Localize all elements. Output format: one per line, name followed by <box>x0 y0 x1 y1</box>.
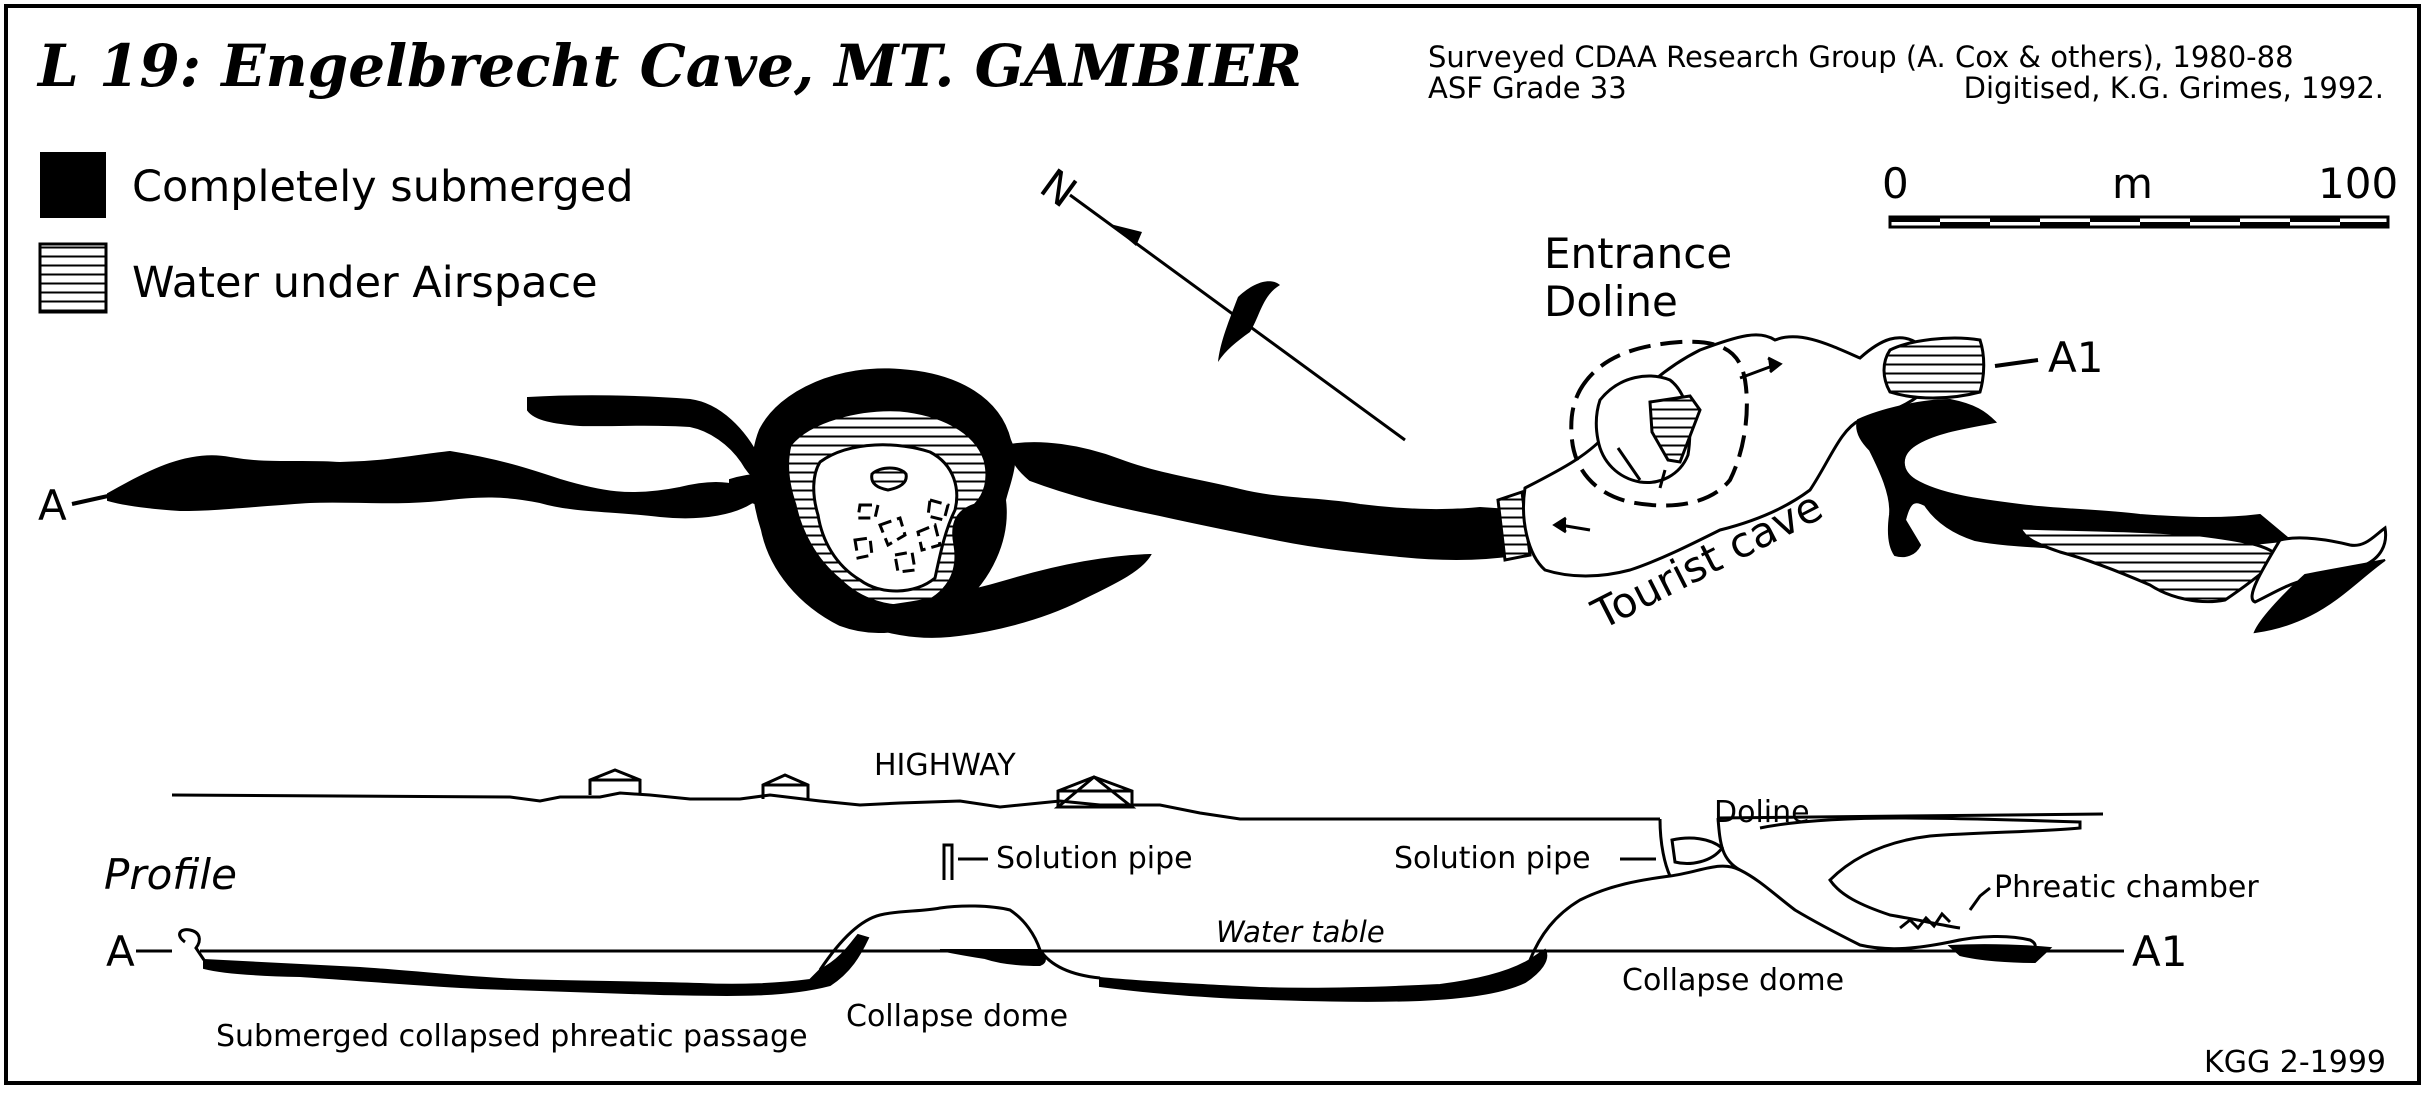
ground-surface-east <box>1717 812 2104 820</box>
plan-east-sump <box>2253 559 2386 634</box>
map-title: L 19: Engelbrecht Cave, MT. GAMBIER <box>36 32 1302 100</box>
survey-credit: Surveyed CDAA Research Group (A. Cox & o… <box>1428 40 2294 74</box>
plan-point-a: A <box>38 481 67 530</box>
doline-label-profile: Doline <box>1714 795 1810 830</box>
scale-end: 100 <box>2318 159 2398 208</box>
profile-chamber-roof <box>1899 911 1952 931</box>
plan-a1-pool <box>1882 336 1986 400</box>
profile-heading: Profile <box>104 850 237 899</box>
digitised-credit: Digitised, K.G. Grimes, 1992. <box>1964 71 2384 105</box>
scale-bar <box>1888 215 2390 229</box>
profile-solution-pipe <box>942 843 954 880</box>
profile-submerged-passage <box>203 933 870 997</box>
doline-label: Doline <box>1544 277 1678 326</box>
profile-dome1-pool <box>939 949 1046 967</box>
plan-point-a1-leader <box>1994 358 2039 368</box>
highway-label: HIGHWAY <box>874 748 1016 783</box>
profile-point-a: A <box>106 927 135 976</box>
submerged-passage-label: Submerged collapsed phreatic passage <box>216 1019 808 1054</box>
phreatic-chamber-label: Phreatic chamber <box>1994 870 2259 905</box>
highway-buildings <box>588 768 1137 809</box>
plan-flow-arrows <box>1552 356 1783 534</box>
plan-point-a-leader <box>71 494 109 506</box>
map-frame <box>4 4 2421 1085</box>
legend-submerged-swatch <box>40 152 106 218</box>
plan-east-airspace <box>2017 526 2283 604</box>
ground-surface <box>171 791 1660 821</box>
water-table-label: Water table <box>1216 915 1385 949</box>
footer-code: KGG 2-1999 <box>2204 1045 2386 1080</box>
profile-point-a1: A1 <box>2132 927 2187 976</box>
profile-west-entry <box>178 928 206 961</box>
collapse-dome-1-label: Collapse dome <box>846 999 1068 1034</box>
solution-pipe-2-label: Solution pipe <box>1394 841 1591 876</box>
profile-middle-submerged <box>1099 948 1548 1002</box>
profile-collapse-dome-2 <box>1528 864 2037 961</box>
plan-middle-passage <box>1008 442 1517 560</box>
legend-airspace-label: Water under Airspace <box>132 258 598 308</box>
collapse-dome-2-label: Collapse dome <box>1622 963 1844 998</box>
legend-airspace-swatch <box>38 242 108 314</box>
profile-doline-void <box>1670 836 1725 865</box>
legend-submerged-label: Completely submerged <box>132 162 634 212</box>
phreatic-chamber-leader <box>1968 886 1991 911</box>
north-label: N <box>1031 159 1085 217</box>
scale-start: 0 <box>1882 159 1909 208</box>
entrance-doline-outline <box>1569 339 1749 508</box>
plan-point-a1: A1 <box>2048 333 2103 382</box>
entrance-label: Entrance <box>1544 229 1732 278</box>
solution-pipe-1-label: Solution pipe <box>996 841 1193 876</box>
profile-east-sump <box>1947 944 2053 964</box>
entrance-pool <box>1648 394 1702 464</box>
scale-unit: m <box>2112 159 2153 208</box>
profile-doline-walls <box>1658 817 1741 877</box>
plan-south-arc <box>849 553 1152 638</box>
north-arrow-icon <box>1069 193 1406 442</box>
profile-phreatic-chamber <box>1759 816 2082 930</box>
survey-grade: ASF Grade 33 <box>1428 71 1627 105</box>
plan-collapse-dome-1 <box>751 368 1016 634</box>
